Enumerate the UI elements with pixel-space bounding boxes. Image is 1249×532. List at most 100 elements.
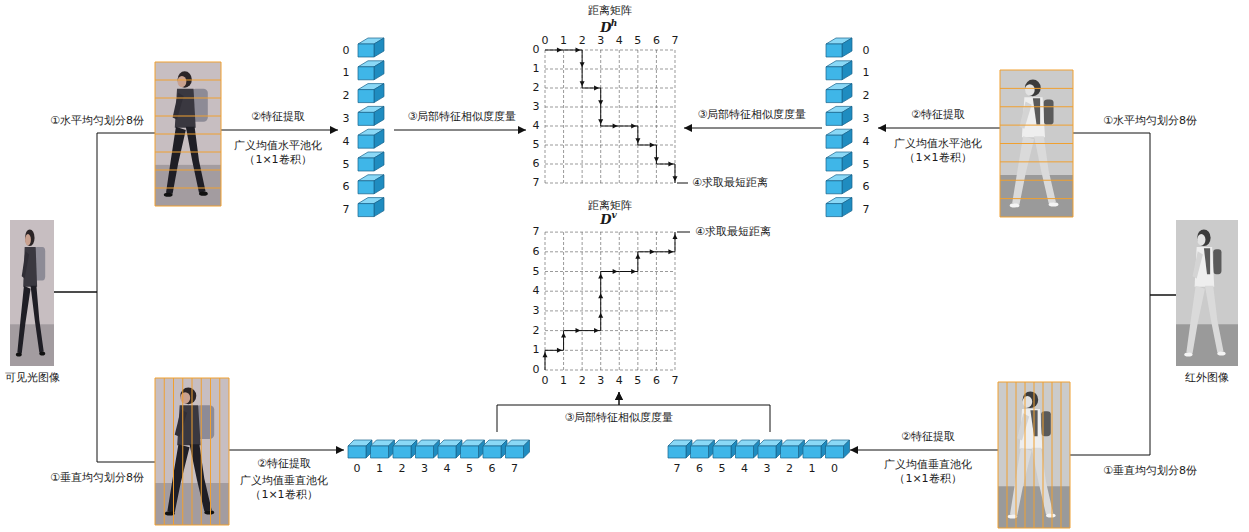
- part-index: 0: [354, 462, 361, 476]
- axis-number: 3: [533, 304, 540, 318]
- partition-line: [164, 378, 165, 525]
- backpack: [1213, 249, 1221, 274]
- edge-label: ②特征提取: [899, 430, 957, 444]
- axis-number: 3: [597, 34, 604, 48]
- node-graphic: [344, 432, 530, 478]
- axis-number: 3: [533, 100, 540, 114]
- cube-front: [461, 446, 479, 458]
- axis-number: 4: [616, 374, 623, 388]
- partition-line: [219, 378, 220, 525]
- partition-line: [155, 152, 221, 153]
- axis-number: 0: [542, 34, 549, 48]
- edge-label: ①水平均匀划分8份: [48, 114, 146, 128]
- part-index: 2: [786, 462, 793, 476]
- part-index: 3: [863, 112, 870, 126]
- node-graphic: [1176, 220, 1238, 366]
- shortest-path: [543, 232, 678, 370]
- person-shoe: [1184, 352, 1192, 356]
- pooling-label: 广义均值水平池化 （1×1卷积）: [230, 139, 326, 167]
- partition-line: [1000, 88, 1073, 89]
- axis-number: 2: [579, 34, 586, 48]
- part-index: 6: [489, 462, 496, 476]
- cube-side: [374, 198, 384, 217]
- feature-cube: [826, 61, 852, 80]
- connector: [1073, 133, 1176, 295]
- cube-front: [358, 135, 374, 148]
- cube-front: [358, 44, 374, 57]
- backpack-strap: [1204, 248, 1210, 274]
- cube-side: [842, 61, 852, 80]
- path-arrow: [594, 86, 599, 91]
- axis-number: 4: [616, 34, 623, 48]
- axis-number: 3: [597, 374, 604, 388]
- cube-front: [826, 112, 842, 125]
- feature-cube: [506, 440, 530, 458]
- person-face: [1197, 234, 1205, 245]
- part-index: 2: [399, 462, 406, 476]
- feature-cube: [358, 152, 384, 171]
- person-shoe: [164, 193, 173, 197]
- cube-side: [842, 175, 852, 194]
- partition-line: [1000, 106, 1073, 107]
- partition-line: [182, 378, 183, 525]
- cube-side: [842, 198, 852, 217]
- node-graphic: [998, 382, 1070, 528]
- cube-front: [803, 446, 821, 458]
- partition-line: [1052, 382, 1053, 528]
- node-graphic: [822, 34, 878, 218]
- person-leg: [31, 286, 44, 353]
- edge-label: ②特征提取: [909, 108, 967, 122]
- feature-cube: [358, 61, 384, 80]
- part-index: 6: [343, 180, 350, 194]
- feature-cube: [826, 175, 852, 194]
- path-arrow: [650, 143, 655, 148]
- part-index: 5: [466, 462, 473, 476]
- partition-line: [155, 80, 221, 81]
- person-face: [180, 392, 190, 404]
- person-leg: [166, 127, 186, 194]
- partition-line: [1025, 382, 1026, 528]
- partition-lines: [155, 378, 229, 525]
- axis-number: 5: [533, 138, 540, 152]
- path-arrow: [575, 48, 580, 53]
- photo-floor: [1176, 324, 1238, 366]
- matrix-symbol: h: [611, 18, 618, 29]
- person-shoe: [1217, 351, 1225, 355]
- feature-cube: [826, 84, 852, 103]
- partition-line: [173, 378, 174, 525]
- grid-line: [545, 88, 675, 89]
- path-arrow: [598, 313, 603, 318]
- part-index: 2: [863, 89, 870, 103]
- person-leg: [1034, 136, 1056, 203]
- person-shoe: [1049, 202, 1059, 206]
- partition-line: [1034, 382, 1035, 528]
- axis-number: 1: [533, 62, 540, 76]
- connector: [878, 128, 1000, 129]
- matrix-symbol: v: [611, 210, 616, 221]
- image-caption: 可见光图像: [5, 371, 60, 385]
- axis-number: 7: [671, 34, 678, 48]
- backpack-strap: [1033, 98, 1040, 124]
- edge-label: ①垂直均匀划分8份: [48, 471, 146, 485]
- cube-front: [438, 446, 456, 458]
- feature-cube: [483, 440, 507, 458]
- path-arrow: [598, 119, 603, 124]
- feature-cube: [358, 175, 384, 194]
- person-hair: [1025, 79, 1041, 96]
- cube-front: [483, 446, 501, 458]
- partition-line: [155, 170, 221, 171]
- pooling-label: 广义均值垂直池化 （1×1卷积）: [880, 458, 976, 486]
- grid-line: [545, 291, 675, 292]
- partition-line: [1061, 382, 1062, 528]
- part-index: 3: [421, 462, 428, 476]
- person-face: [25, 234, 31, 245]
- cube-front: [713, 446, 731, 458]
- distance-matrix: 距离矩阵Dh0123456701234567: [526, 2, 684, 190]
- cube-front: [781, 446, 799, 458]
- person-hair: [178, 71, 192, 87]
- matrix-grid: [545, 232, 675, 370]
- partition-border: [998, 382, 1070, 528]
- feature-cube: [358, 129, 384, 148]
- part-index: 4: [343, 135, 350, 149]
- axis-number: 4: [533, 119, 540, 133]
